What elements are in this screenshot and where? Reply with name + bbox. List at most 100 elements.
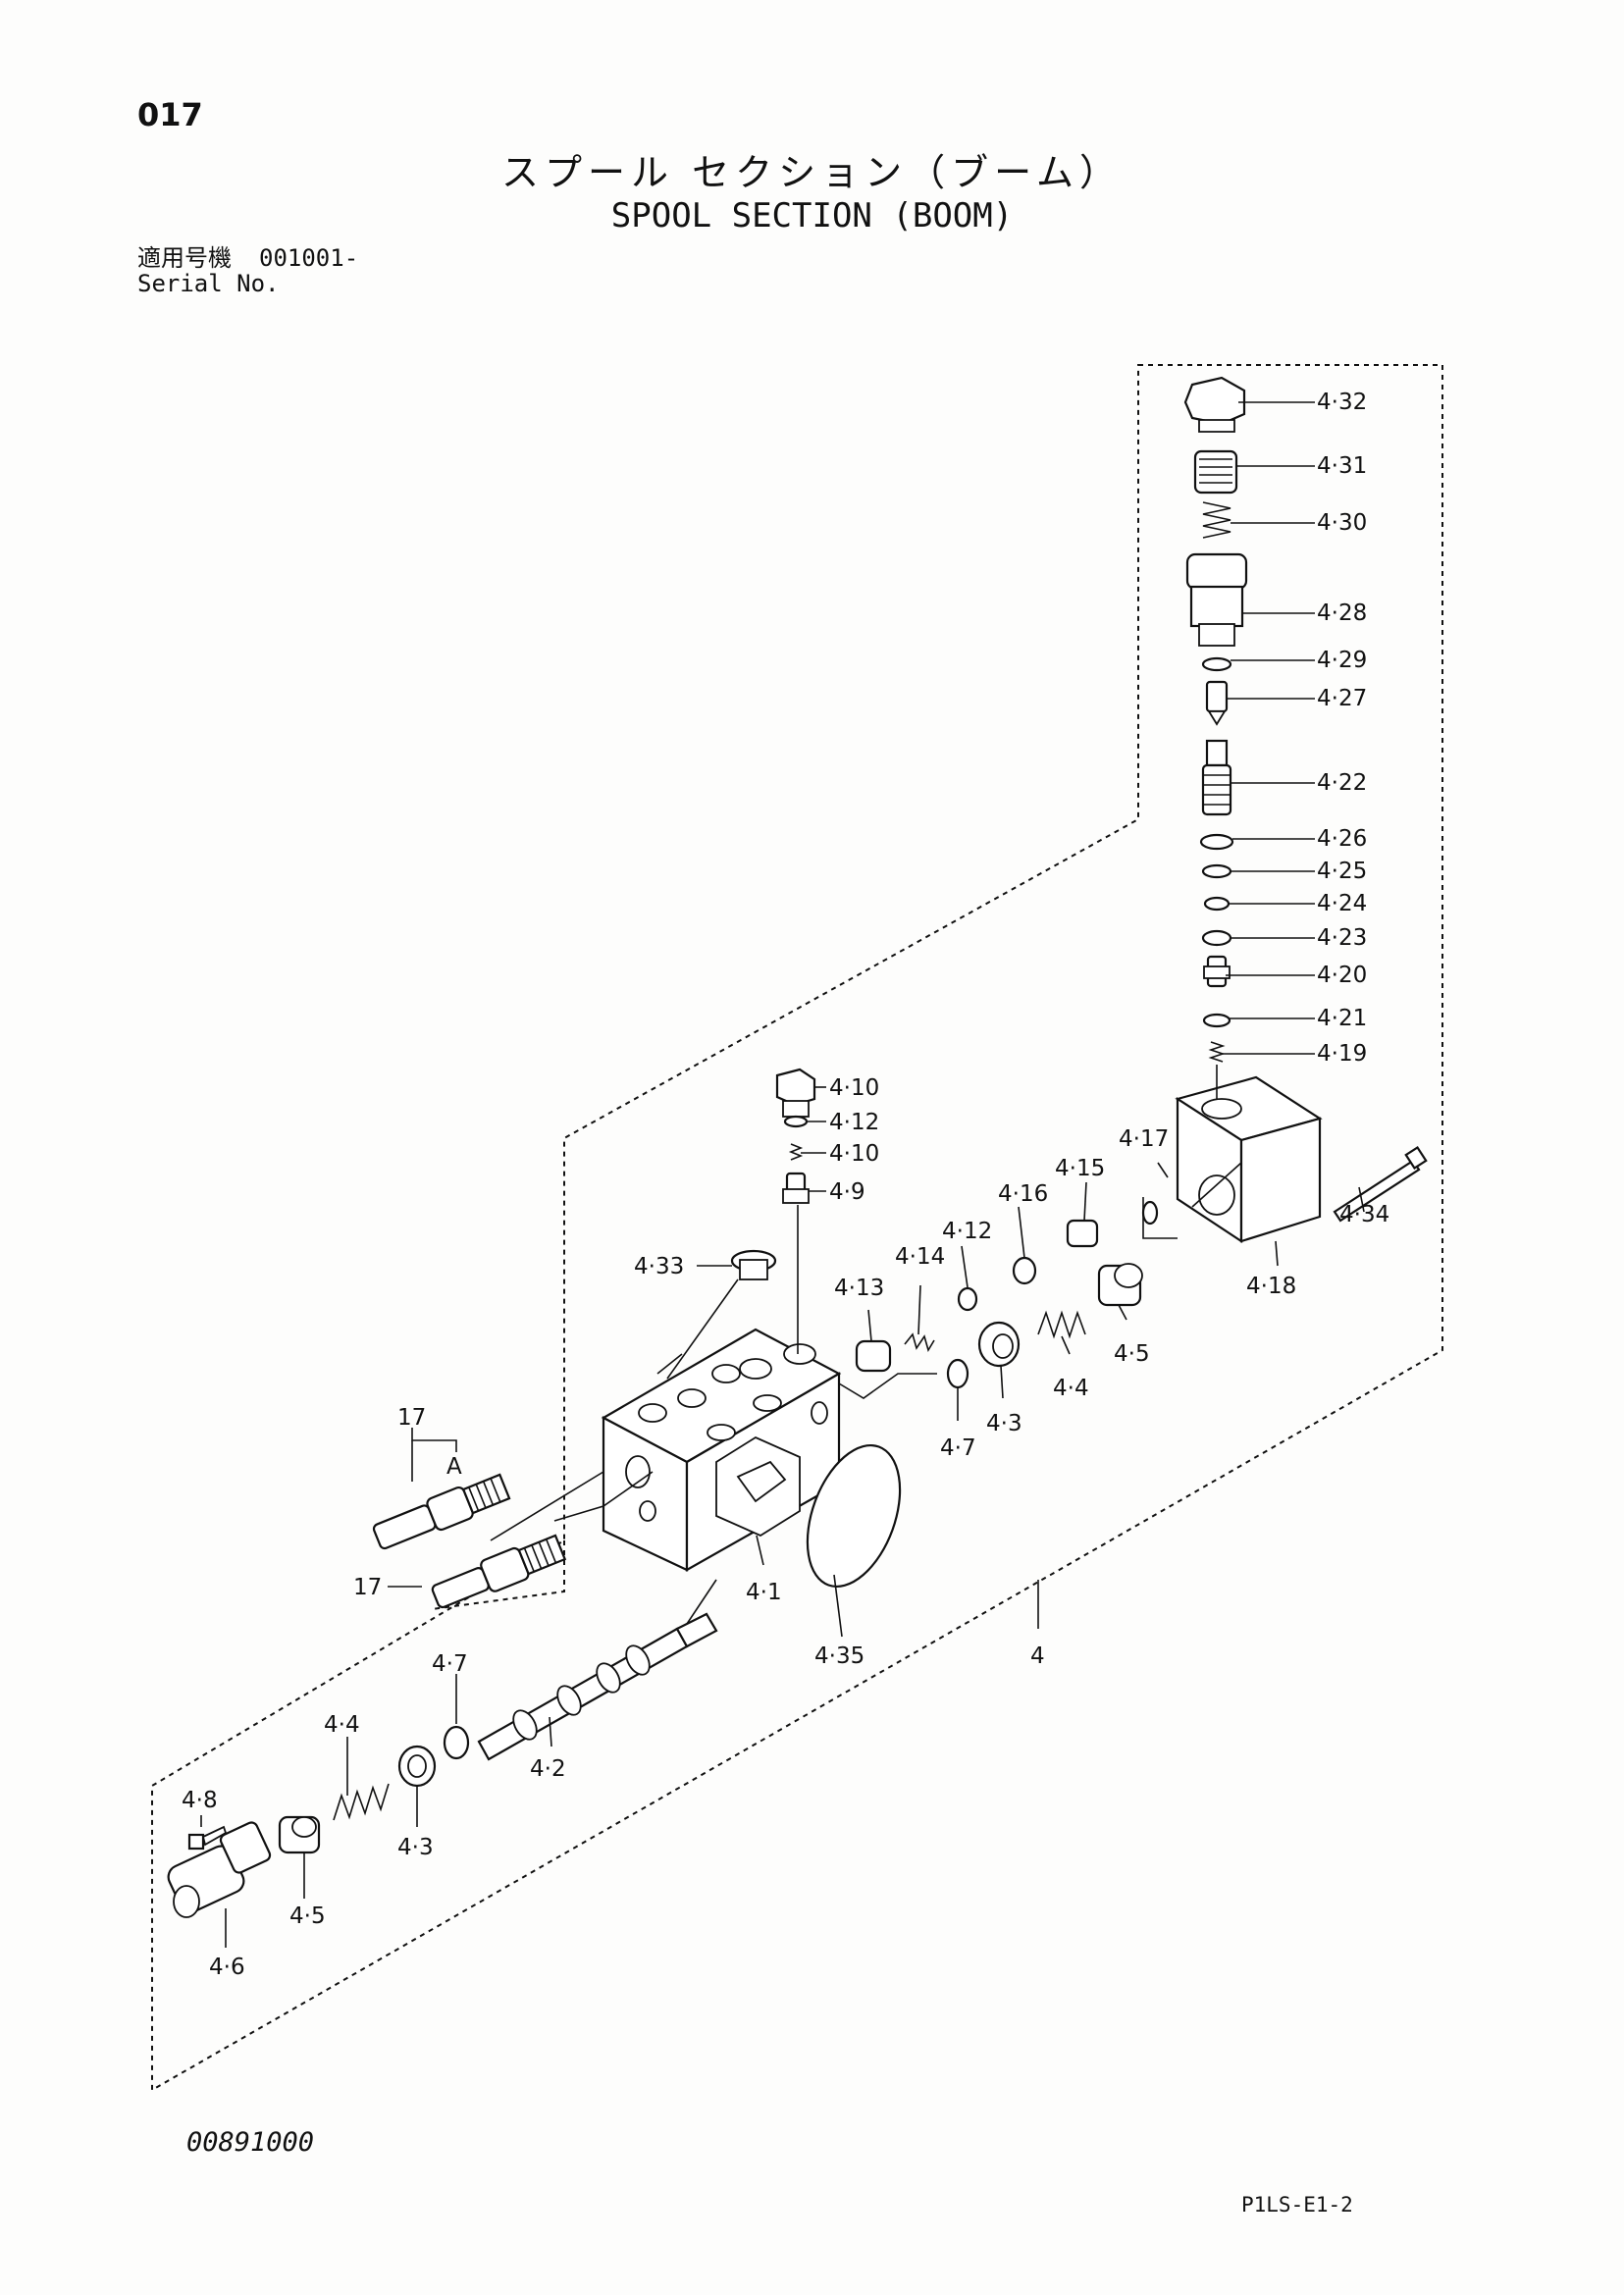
serial-label-en: Serial No. [137,270,280,297]
callout-4-8: 4·8 [182,1788,218,1813]
part-4-5-sleeve-left [278,1815,321,1854]
part-4-10-plug [775,1068,816,1118]
title-japanese: スプール セクション（ブーム） [501,151,1123,194]
sheet-code: P1LS-E1-2 [1241,2193,1353,2217]
leader-lines [200,401,1365,1948]
serial-block: 適用号機 001001- Serial No. [137,245,358,296]
part-4-13-plug [855,1339,892,1373]
callout-4-3-left: 4·3 [397,1835,434,1860]
callout-17-lower: 17 [353,1575,382,1600]
part-4-27-poppet [1205,680,1229,726]
part-17-relief-valve-upper [372,1473,511,1550]
callout-labels: 4·32 4·31 4·30 4·28 4·29 4·27 4·22 4·26 … [182,390,1389,1980]
part-4-18-block [1175,1075,1323,1244]
callout-4-1: 4·1 [746,1580,782,1605]
part-4-31-nut [1193,449,1238,495]
callout-4-10-top: 4·10 [829,1075,879,1101]
callout-4-19: 4·19 [1317,1041,1367,1067]
part-4-6-cap [167,1821,272,1918]
callout-4-31: 4·31 [1317,453,1367,479]
callout-4-34: 4·34 [1339,1202,1389,1227]
callout-17-upper: 17 [397,1405,426,1431]
drawing-number: 00891000 [186,2127,315,2158]
serial-label-jp: 適用号機 [137,244,232,272]
part-4-16-ring [1012,1256,1037,1285]
callout-4-33: 4·33 [634,1254,684,1279]
part-4-26-ring [1199,833,1234,851]
part-4-14-spring [904,1332,935,1352]
callout-4-30: 4·30 [1317,510,1367,536]
callout-4-12-top: 4·12 [829,1110,879,1135]
callout-4-21: 4·21 [1317,1006,1367,1031]
part-4-19-spring [1208,1041,1226,1063]
callout-4-3-right: 4·3 [986,1411,1022,1436]
callout-4-18: 4·18 [1246,1274,1296,1299]
callout-4-5-left: 4·5 [289,1904,326,1929]
part-4-7-oring-left [443,1725,470,1760]
callout-4-20: 4·20 [1317,963,1367,988]
callout-4-14: 4·14 [895,1244,945,1270]
callout-4-2: 4·2 [530,1756,566,1782]
part-4-22-valve [1201,739,1232,816]
callout-4-4-left: 4·4 [324,1712,360,1738]
callout-4-4-right: 4·4 [1053,1376,1089,1401]
callout-4-13: 4·13 [834,1276,884,1301]
part-4-35-oring [806,1443,902,1589]
part-4-2-spool [477,1612,718,1761]
part-4-34-bolt [1333,1145,1428,1223]
part-4-3-retainer-left [397,1745,437,1788]
part-4-12-oring-top [783,1115,809,1128]
part-4-28-housing [1185,552,1248,647]
part-4-32-plug [1183,376,1246,433]
title-english: SPOOL SECTION (BOOM) [610,196,1014,235]
callout-4-7-left: 4·7 [432,1651,468,1677]
part-4-5-sleeve-right [1097,1263,1143,1307]
part-4-1-valve-body [601,1328,842,1572]
callout-4-26: 4·26 [1317,826,1367,852]
callout-A: A [446,1454,462,1480]
callout-4-6: 4·6 [209,1955,245,1980]
serial-value: 001001- [259,244,359,272]
part-4-33-plug [730,1249,777,1280]
assembly-boundary [151,364,1443,2092]
part-4-17-oring [1141,1200,1159,1226]
callout-4-25: 4·25 [1317,859,1367,884]
part-4-3-retainer-right [977,1321,1021,1368]
part-4-7-oring-right [946,1358,969,1389]
callout-4-12-right: 4·12 [942,1219,992,1244]
part-4-4-spring-left [333,1783,390,1821]
part-4-10-spring [788,1143,804,1161]
callout-4-28: 4·28 [1317,600,1367,626]
part-4-23-washer [1201,929,1232,947]
callout-4-15: 4·15 [1055,1156,1105,1181]
part-4-15-plug [1066,1219,1099,1248]
callout-4-7-right: 4·7 [940,1435,976,1461]
page-number: 017 [137,96,203,133]
part-4-24-oring [1203,896,1231,912]
callout-4-16: 4·16 [998,1181,1048,1207]
callout-4-24: 4·24 [1317,891,1367,916]
part-17-relief-valve-lower [431,1534,567,1609]
callout-4-23: 4·23 [1317,925,1367,951]
callout-4-27: 4·27 [1317,686,1367,711]
part-4-20-piston [1203,955,1231,988]
callout-4: 4 [1030,1643,1045,1669]
callout-4-10-spring: 4·10 [829,1141,879,1167]
callout-4-29: 4·29 [1317,648,1367,673]
callout-4-22: 4·22 [1317,770,1367,796]
part-4-30-spring [1202,501,1231,539]
part-4-9-poppet [782,1172,810,1204]
callout-4-9: 4·9 [829,1179,865,1205]
part-4-4-spring-right [1037,1310,1086,1339]
part-4-8-bolt [187,1825,228,1851]
part-4-12-oring [957,1286,978,1312]
part-4-25-oring [1201,863,1232,879]
callout-4-35: 4·35 [814,1643,864,1669]
part-4-21-washer [1202,1013,1231,1028]
callout-4-32: 4·32 [1317,390,1367,415]
callout-4-5-right: 4·5 [1114,1341,1150,1367]
callout-4-17: 4·17 [1119,1126,1169,1152]
part-4-29-oring [1201,656,1232,672]
relief-valve-boundary [431,1540,565,1610]
